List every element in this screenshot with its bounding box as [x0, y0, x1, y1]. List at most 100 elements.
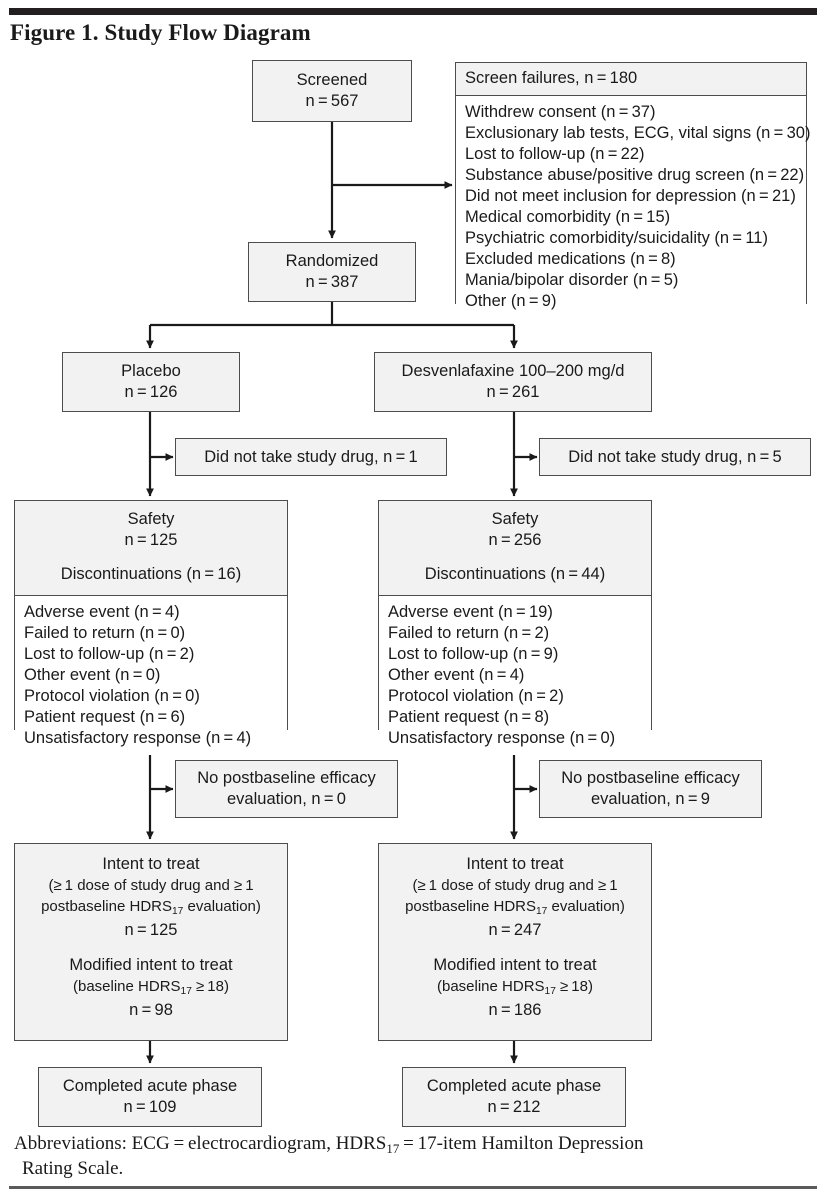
randomized-label: Randomized [285, 252, 379, 270]
abbreviations-footnote: Abbreviations: ECG = electrocardiogram, … [14, 1132, 814, 1181]
screened-count: n = 567 [305, 92, 359, 110]
itt-placebo-criteria-2: postbaseline HDRS17 evaluation) [21, 896, 281, 919]
mitt-placebo-label: Modified intent to treat [69, 956, 233, 974]
safety-desvenlafaxine-discontinuations: Discontinuations (n = 44) [424, 565, 606, 583]
list-item: Protocol violation (n = 2) [388, 687, 564, 705]
mitt-desvenlafaxine-label: Modified intent to treat [433, 956, 597, 974]
mitt-placebo-criteria-tail: ≥ 18) [191, 978, 229, 995]
hdrs-subscript: 17 [386, 1140, 400, 1156]
safety-desvenlafaxine-list: Adverse event (n = 19) Failed to return … [379, 596, 651, 755]
mitt-desvenlafaxine-count: n = 186 [488, 1001, 542, 1019]
safety-placebo-list: Adverse event (n = 4) Failed to return (… [15, 596, 287, 755]
list-item: Other event (n = 0) [24, 666, 161, 684]
list-item: Substance abuse/positive drug screen (n … [465, 166, 805, 184]
list-item: Protocol violation (n = 0) [24, 687, 200, 705]
completed-desvenlafaxine-label: Completed acute phase [426, 1077, 602, 1095]
mitt-desvenlafaxine-criteria-tail: ≥ 18) [555, 978, 593, 995]
list-item: Excluded medications (n = 8) [465, 250, 676, 268]
node-placebo[interactable]: Placebo n = 126 [62, 352, 240, 412]
node-safety-desvenlafaxine[interactable]: Safety n = 256 Discontinuations (n = 44)… [378, 500, 652, 755]
safety-placebo-label: Safety [127, 510, 175, 528]
bottom-rule [9, 1186, 817, 1189]
list-item: Unsatisfactory response (n = 4) [24, 729, 252, 747]
node-screened[interactable]: Screened n = 567 [252, 60, 412, 122]
list-item: Failed to return (n = 2) [388, 624, 550, 642]
figure-title: Figure 1. Study Flow Diagram [10, 20, 311, 45]
mitt-placebo-count: n = 98 [129, 1001, 173, 1019]
completed-placebo-label: Completed acute phase [62, 1077, 238, 1095]
did-not-take-drug-left-label: Did not take study drug, n = 1 [204, 447, 418, 466]
node-no-postbaseline-right[interactable]: No postbaseline efficacy evaluation, n =… [539, 760, 762, 818]
list-item: Other event (n = 4) [388, 666, 525, 684]
list-item: Psychiatric comorbidity/suicidality (n =… [465, 229, 768, 247]
safety-placebo-count: n = 125 [124, 531, 178, 549]
mitt-desvenlafaxine-criteria: (baseline HDRS17 ≥ 18) [385, 976, 645, 999]
itt-desvenlafaxine-criteria-2-text: postbaseline HDRS [405, 898, 536, 915]
itt-placebo-count: n = 125 [124, 921, 178, 939]
node-did-not-take-drug-right[interactable]: Did not take study drug, n = 5 [539, 438, 811, 476]
list-item: Adverse event (n = 4) [24, 603, 180, 621]
itt-placebo-criteria-2-text: postbaseline HDRS [41, 898, 172, 915]
hdrs-subscript: 17 [172, 905, 184, 917]
safety-desvenlafaxine-count: n = 256 [488, 531, 542, 549]
mitt-desvenlafaxine-criteria-text: (baseline HDRS [437, 978, 545, 995]
hdrs-subscript: 17 [544, 985, 556, 997]
list-item: Patient request (n = 6) [24, 708, 186, 726]
node-completed-desvenlafaxine[interactable]: Completed acute phase n = 212 [402, 1067, 626, 1127]
screened-label: Screened [296, 71, 368, 89]
placebo-count: n = 126 [124, 383, 178, 401]
list-item: Adverse event (n = 19) [388, 603, 553, 621]
safety-desvenlafaxine-label: Safety [491, 510, 539, 528]
itt-desvenlafaxine-criteria-2: postbaseline HDRS17 evaluation) [385, 896, 645, 919]
list-item: Failed to return (n = 0) [24, 624, 186, 642]
safety-placebo-header: Safety n = 125 Discontinuations (n = 16) [15, 501, 287, 596]
itt-desvenlafaxine-label: Intent to treat [466, 855, 564, 873]
list-item: Did not meet inclusion for depression (n… [465, 187, 796, 205]
list-item: Patient request (n = 8) [388, 708, 550, 726]
list-item: Lost to follow-up (n = 22) [465, 145, 645, 163]
did-not-take-drug-right-label: Did not take study drug, n = 5 [568, 447, 782, 466]
footnote-text-b: = 17-item Hamilton Depression [399, 1133, 644, 1154]
itt-placebo-label: Intent to treat [102, 855, 200, 873]
completed-placebo-count: n = 109 [123, 1098, 177, 1116]
spacer [21, 941, 281, 954]
itt-desvenlafaxine-criteria-1: (≥ 1 dose of study drug and ≥ 1 [412, 877, 618, 894]
node-randomized[interactable]: Randomized n = 387 [248, 242, 416, 302]
list-item: Medical comorbidity (n = 15) [465, 208, 671, 226]
mitt-placebo-criteria-text: (baseline HDRS [73, 978, 181, 995]
list-item: Lost to follow-up (n = 2) [24, 645, 195, 663]
completed-desvenlafaxine-count: n = 212 [487, 1098, 541, 1116]
itt-desvenlafaxine-count: n = 247 [488, 921, 542, 939]
node-completed-placebo[interactable]: Completed acute phase n = 109 [38, 1067, 262, 1127]
node-did-not-take-drug-left[interactable]: Did not take study drug, n = 1 [175, 438, 447, 476]
no-postbaseline-right-line1: No postbaseline efficacy [561, 769, 740, 787]
spacer [385, 941, 645, 954]
hdrs-subscript: 17 [536, 905, 548, 917]
node-intent-to-treat-desvenlafaxine[interactable]: Intent to treat (≥ 1 dose of study drug … [378, 843, 652, 1041]
itt-desvenlafaxine-criteria-2-tail: evaluation) [547, 898, 625, 915]
safety-placebo-discontinuations: Discontinuations (n = 16) [60, 565, 242, 583]
spacer [21, 551, 281, 564]
node-desvenlafaxine[interactable]: Desvenlafaxine 100–200 mg/d n = 261 [374, 352, 652, 412]
list-item: Unsatisfactory response (n = 0) [388, 729, 616, 747]
footnote-text-a: Abbreviations: ECG = electrocardiogram, … [14, 1133, 387, 1154]
screen-failures-header: Screen failures, n = 180 [456, 63, 806, 96]
safety-desvenlafaxine-header: Safety n = 256 Discontinuations (n = 44) [379, 501, 651, 596]
itt-placebo-criteria-2-tail: evaluation) [183, 898, 261, 915]
screen-failures-list: Withdrew consent (n = 37) Exclusionary l… [456, 96, 810, 318]
node-screen-failures[interactable]: Screen failures, n = 180 Withdrew consen… [455, 62, 810, 318]
list-item: Mania/bipolar disorder (n = 5) [465, 271, 679, 289]
hdrs-subscript: 17 [180, 985, 192, 997]
list-item: Withdrew consent (n = 37) [465, 103, 656, 121]
desvenlafaxine-label: Desvenlafaxine 100–200 mg/d [401, 362, 625, 380]
placebo-label: Placebo [121, 362, 181, 380]
footnote-text-c: Rating Scale. [22, 1158, 124, 1179]
itt-placebo-criteria-1: (≥ 1 dose of study drug and ≥ 1 [48, 877, 254, 894]
desvenlafaxine-count: n = 261 [486, 383, 540, 401]
node-intent-to-treat-placebo[interactable]: Intent to treat (≥ 1 dose of study drug … [14, 843, 288, 1041]
node-safety-placebo[interactable]: Safety n = 125 Discontinuations (n = 16)… [14, 500, 288, 755]
node-no-postbaseline-left[interactable]: No postbaseline efficacy evaluation, n =… [175, 760, 398, 818]
no-postbaseline-left-line2: evaluation, n = 0 [227, 790, 346, 808]
spacer [385, 551, 645, 564]
